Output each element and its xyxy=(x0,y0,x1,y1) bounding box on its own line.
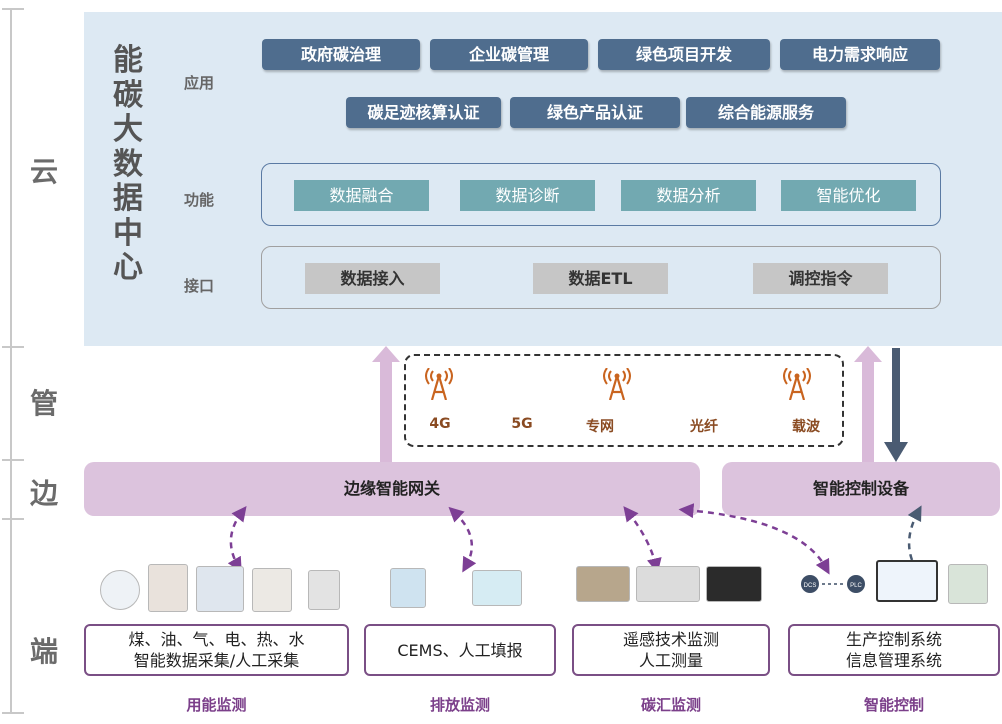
gas-meter-icon xyxy=(252,568,292,612)
plc-tag: PLC xyxy=(850,583,862,589)
app-demand-response: 电力需求响应 xyxy=(780,39,940,70)
app-green-product: 绿色产品认证 xyxy=(510,97,680,128)
signal-tower-icon xyxy=(425,368,453,400)
interface-data-etl: 数据ETL xyxy=(533,263,668,294)
network-fiber: 光纤 xyxy=(690,419,718,435)
smart-control-device: 智能控制设备 xyxy=(722,462,1000,516)
emission-devices-image xyxy=(386,562,526,612)
plc-module-icon xyxy=(948,564,988,604)
function-group xyxy=(261,163,941,226)
down-arrow-control xyxy=(884,348,908,462)
function-data-diagnosis: 数据诊断 xyxy=(460,180,595,211)
electric-meter-icon xyxy=(148,564,188,612)
app-energy-service: 综合能源服务 xyxy=(686,97,846,128)
network-5g: 5G xyxy=(511,416,533,432)
layer-axis-line xyxy=(10,8,12,714)
title-char: 据 xyxy=(113,181,143,216)
energy-meters-image xyxy=(96,562,346,614)
title-char: 数 xyxy=(113,146,143,182)
end-box-emission: CEMS、人工填报 xyxy=(364,624,556,676)
axis-cap-top xyxy=(2,8,24,10)
title-char: 心 xyxy=(113,250,143,285)
end-line: 信息管理系统 xyxy=(845,651,942,670)
network-private: 专网 xyxy=(586,419,614,435)
end-line: CEMS、人工填报 xyxy=(397,640,523,660)
forest-survey-photo xyxy=(576,566,630,602)
end-line: 遥感技术监测 xyxy=(622,630,719,649)
axis-cap-bottom xyxy=(2,712,24,714)
title-char: 能 xyxy=(113,43,143,78)
end-box-energy: 煤、油、气、电、热、水 智能数据采集/人工采集 xyxy=(84,624,349,676)
dcs-tag: DCS xyxy=(804,583,817,589)
layer-label-cloud: 云 xyxy=(29,155,58,188)
axis-cap-cloud-pipe xyxy=(2,346,24,348)
interface-data-access: 数据接入 xyxy=(305,263,440,294)
control-system-image: DCS PLC xyxy=(800,556,1000,612)
cems-analyzer-icon xyxy=(390,568,426,608)
heat-meter-icon xyxy=(308,570,340,610)
app-government-carbon: 政府碳治理 xyxy=(262,39,420,70)
drone-icon xyxy=(636,566,700,602)
power-meter-icon xyxy=(196,566,244,612)
end-line: 煤、油、气、电、热、水 xyxy=(128,630,305,649)
layer-label-pipe: 管 xyxy=(29,387,58,420)
end-line: 生产控制系统 xyxy=(845,630,942,649)
app-carbon-footprint: 碳足迹核算认证 xyxy=(346,97,501,128)
app-green-project: 绿色项目开发 xyxy=(598,39,770,70)
dcs-plc-link-icon: DCS PLC xyxy=(801,575,865,593)
function-data-analysis: 数据分析 xyxy=(621,180,756,211)
title-char: 中 xyxy=(113,215,143,251)
signal-tower-icon xyxy=(783,368,811,400)
app-enterprise-carbon: 企业碳管理 xyxy=(430,39,588,70)
caption-carbon-sink-monitoring: 碳汇监测 xyxy=(640,696,701,714)
up-arrow-right xyxy=(854,346,882,464)
function-data-fusion: 数据融合 xyxy=(294,180,429,211)
data-center-title: 能 碳 大 数 据 中 心 xyxy=(110,43,146,286)
end-line: 人工测量 xyxy=(638,651,703,670)
remote-sensing-image xyxy=(706,566,762,602)
monitor-icon xyxy=(876,560,938,602)
title-char: 碳 xyxy=(113,77,143,113)
interface-group xyxy=(261,246,941,309)
title-char: 大 xyxy=(113,112,143,147)
laptop-icon xyxy=(472,570,522,606)
edge-gateway: 边缘智能网关 xyxy=(84,462,700,516)
caption-smart-control: 智能控制 xyxy=(863,696,924,714)
row-label-app: 应用 xyxy=(184,74,215,92)
caption-energy-monitoring: 用能监测 xyxy=(186,696,247,714)
layer-label-edge: 边 xyxy=(29,477,58,510)
layer-label-end: 端 xyxy=(29,635,58,668)
end-line: 智能数据采集/人工采集 xyxy=(133,651,300,670)
end-box-smart-control: 生产控制系统 信息管理系统 xyxy=(788,624,1000,676)
up-arrow-left xyxy=(372,346,400,464)
end-box-carbon-sink: 遥感技术监测 人工测量 xyxy=(572,624,770,676)
axis-cap-pipe-edge xyxy=(2,459,24,461)
water-meter-icon xyxy=(100,570,140,610)
axis-cap-edge-end xyxy=(2,518,24,520)
network-carrier: 载波 xyxy=(792,419,820,435)
carbon-sink-images xyxy=(574,562,766,606)
caption-emission-monitoring: 排放监测 xyxy=(429,696,490,714)
row-label-interface: 接口 xyxy=(184,277,215,295)
row-label-function: 功能 xyxy=(184,191,215,209)
network-4g: 4G xyxy=(429,416,451,432)
interface-control-command: 调控指令 xyxy=(753,263,888,294)
function-smart-optimize: 智能优化 xyxy=(781,180,916,211)
signal-tower-icon xyxy=(603,368,631,400)
network-group xyxy=(404,354,844,447)
